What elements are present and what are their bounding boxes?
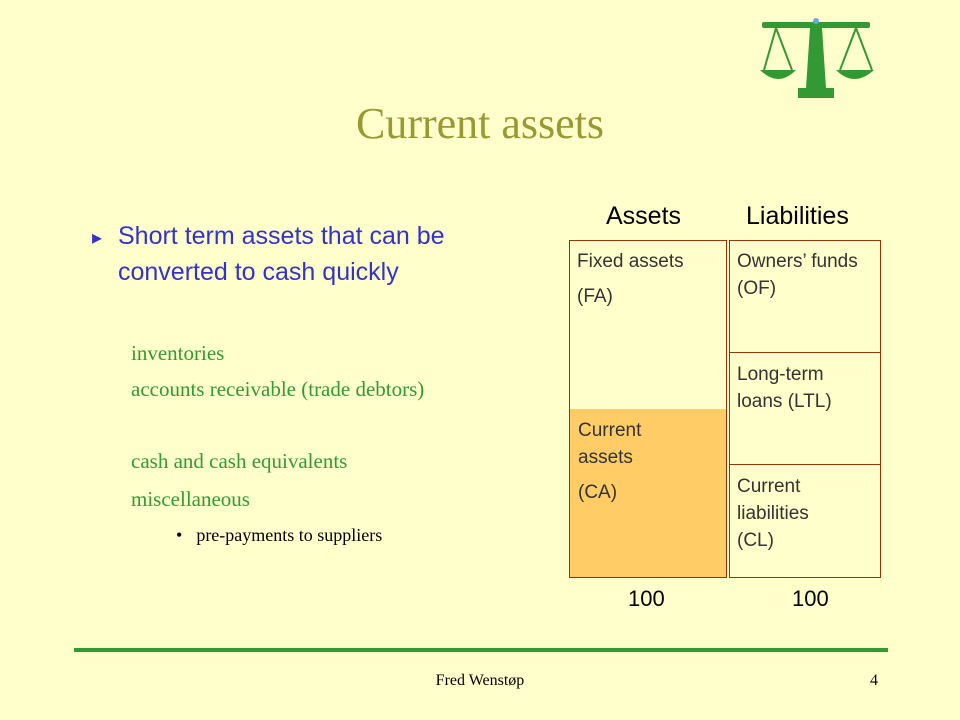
footer-divider: [74, 648, 888, 652]
sub-sub-item-text: pre-payments to suppliers: [196, 525, 383, 545]
main-bullet: ▸ Short term assets that can be converte…: [92, 218, 452, 290]
owners-funds-cell: Owners’ funds (OF): [729, 240, 881, 353]
slide-title: Current assets: [355, 99, 605, 148]
sub-item-cash: cash and cash equivalents: [131, 449, 348, 473]
current-assets-cell: Current assets (CA): [569, 409, 727, 578]
page-number: 4: [870, 672, 878, 689]
bullet-dot-icon: •: [176, 525, 183, 545]
main-bullet-text: Short term assets that can be converted …: [118, 222, 445, 286]
scales-of-justice-icon: [760, 18, 874, 98]
liabilities-column: [729, 240, 881, 578]
fixed-assets-label: Fixed assets: [577, 251, 684, 272]
sub-sub-item: • pre-payments to suppliers: [176, 525, 382, 546]
footer-author: Fred Wenstøp: [435, 672, 525, 689]
sub-item-accounts-receivable: accounts receivable (trade debtors): [131, 377, 425, 401]
sub-item-miscellaneous: miscellaneous: [131, 487, 250, 511]
long-term-loans-cell: Long-term loans (LTL): [729, 353, 881, 465]
current-assets-label: Current assets: [578, 420, 642, 468]
fixed-assets-abbr: (FA): [577, 286, 613, 307]
assets-total: 100: [628, 586, 665, 611]
assets-header: Assets: [606, 202, 682, 230]
triangle-bullet-icon: ▸: [92, 227, 103, 249]
sub-item-inventories: inventories: [131, 341, 225, 365]
current-assets-abbr: (CA): [578, 482, 618, 503]
current-liabilities-cell: Current liabilities (CL): [729, 465, 881, 578]
long-term-loans-label: Long-term loans (LTL): [737, 364, 832, 412]
fixed-assets-cell: Fixed assets (FA): [569, 240, 727, 409]
liabilities-header: Liabilities: [746, 202, 849, 230]
liabilities-total: 100: [792, 586, 829, 611]
owners-funds-label: Owners’ funds (OF): [737, 251, 858, 299]
current-liabilities-label: Current liabilities (CL): [737, 476, 809, 551]
